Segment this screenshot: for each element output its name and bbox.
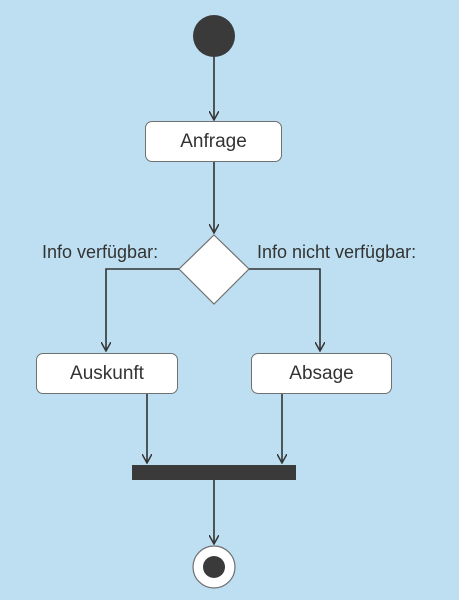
decision-node (178, 234, 250, 305)
action-absage: Absage (251, 353, 392, 394)
action-absage-label: Absage (289, 362, 354, 384)
start-node (193, 15, 235, 57)
edge-decision-auskunft (106, 268, 179, 350)
join-bar (132, 465, 296, 480)
edge-decision-absage (249, 268, 320, 350)
end-node-inner (203, 556, 225, 578)
action-auskunft: Auskunft (36, 353, 178, 394)
guard-info-available: Info verfügbar: (42, 242, 159, 262)
action-anfrage-label: Anfrage (180, 130, 247, 152)
action-auskunft-label: Auskunft (70, 362, 144, 384)
guard-info-unavailable: Info nicht verfügbar: (257, 242, 417, 262)
action-anfrage: Anfrage (145, 121, 282, 162)
